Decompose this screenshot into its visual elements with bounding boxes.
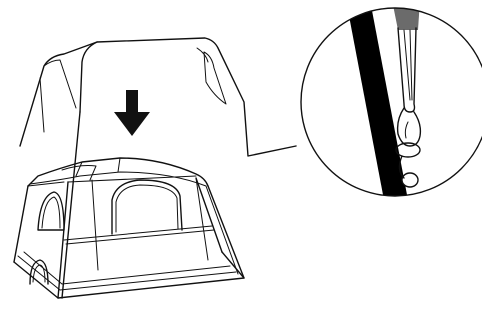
pole-shape: [346, 8, 408, 196]
detail-circle: [300, 7, 482, 197]
down-arrow-icon: [114, 90, 150, 136]
pole-cap: [392, 8, 420, 30]
rainfly-outline: [19, 37, 297, 157]
magnified-clip-detail: [300, 7, 482, 197]
tent-frame: [13, 111, 245, 299]
